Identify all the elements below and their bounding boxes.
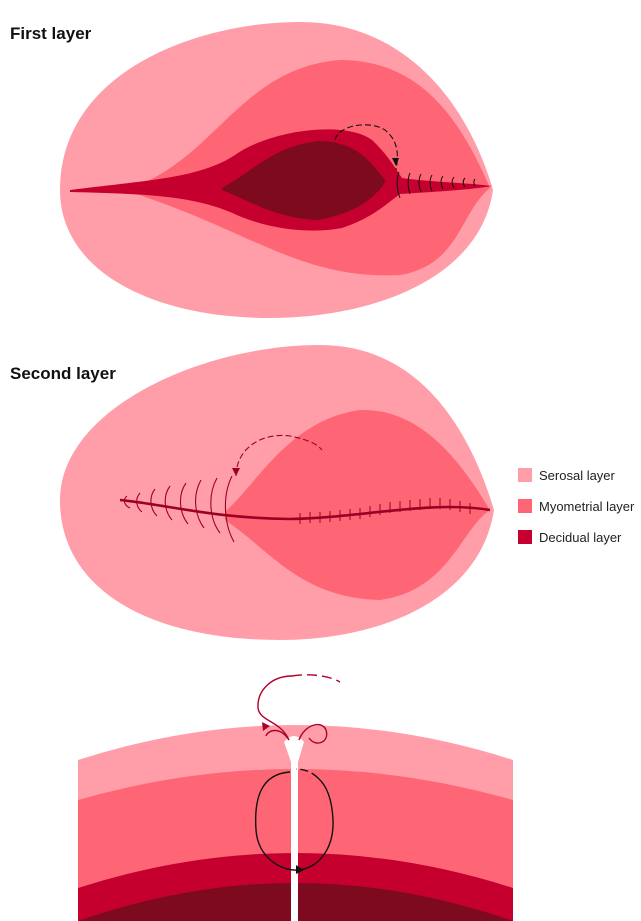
legend: Serosal layer Myometrial layer Decidual …	[518, 467, 634, 560]
legend-label-serosal: Serosal layer	[539, 468, 615, 483]
legend-swatch-myometrial	[518, 499, 532, 513]
first-layer-diagram	[60, 22, 493, 318]
legend-label-myometrial: Myometrial layer	[539, 499, 634, 514]
superficial-suture-dash	[292, 675, 340, 682]
legend-item-decidual: Decidual layer	[518, 529, 634, 545]
legend-swatch-serosal	[518, 468, 532, 482]
legend-item-serosal: Serosal layer	[518, 467, 634, 483]
second-layer-diagram	[60, 345, 494, 640]
legend-swatch-decidual	[518, 530, 532, 544]
incision-gap	[291, 760, 298, 921]
cross-section-diagram	[78, 675, 513, 921]
legend-item-myometrial: Myometrial layer	[518, 498, 634, 514]
legend-label-decidual: Decidual layer	[539, 530, 621, 545]
